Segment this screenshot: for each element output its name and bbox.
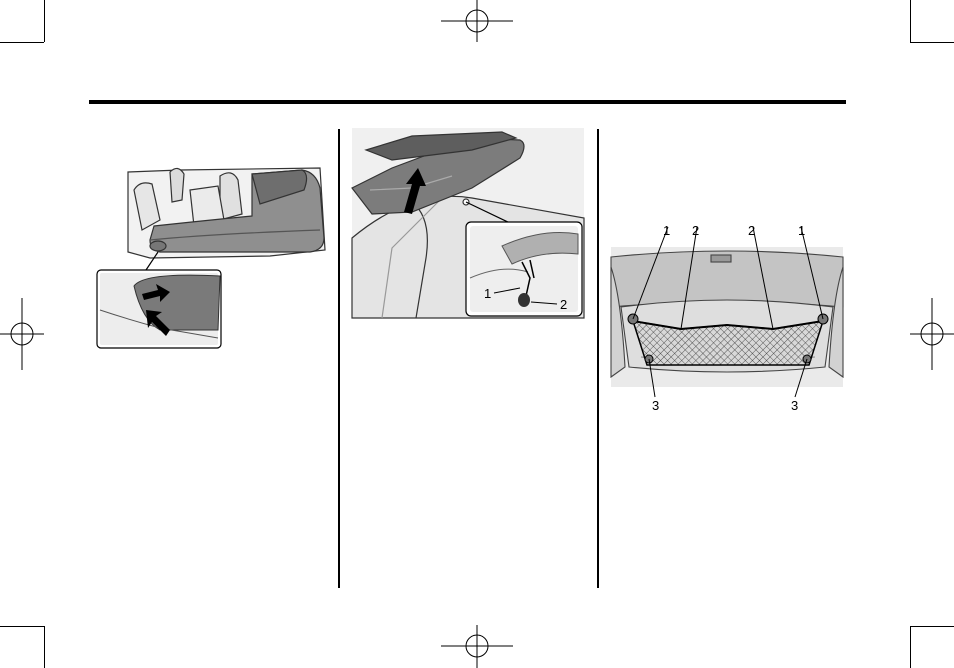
callout-1: 1 bbox=[663, 224, 670, 237]
tonneau-cover-illustration bbox=[120, 160, 330, 350]
column-divider bbox=[597, 129, 599, 588]
header-rule bbox=[89, 100, 846, 104]
registration-target-top bbox=[441, 0, 513, 42]
callout-2: 2 bbox=[560, 298, 567, 311]
registration-target-bottom bbox=[441, 625, 513, 668]
registration-target-left bbox=[0, 298, 44, 370]
callout-1: 1 bbox=[798, 224, 805, 237]
callout-2: 2 bbox=[692, 224, 699, 237]
cargo-net-illustration bbox=[611, 247, 843, 387]
callout-3: 3 bbox=[791, 399, 798, 412]
callout-3: 3 bbox=[652, 399, 659, 412]
cover-tether-illustration bbox=[352, 128, 584, 318]
callout-1: 1 bbox=[484, 287, 491, 300]
registration-target-right bbox=[910, 298, 954, 370]
column-divider bbox=[338, 129, 340, 588]
callout-2: 2 bbox=[748, 224, 755, 237]
